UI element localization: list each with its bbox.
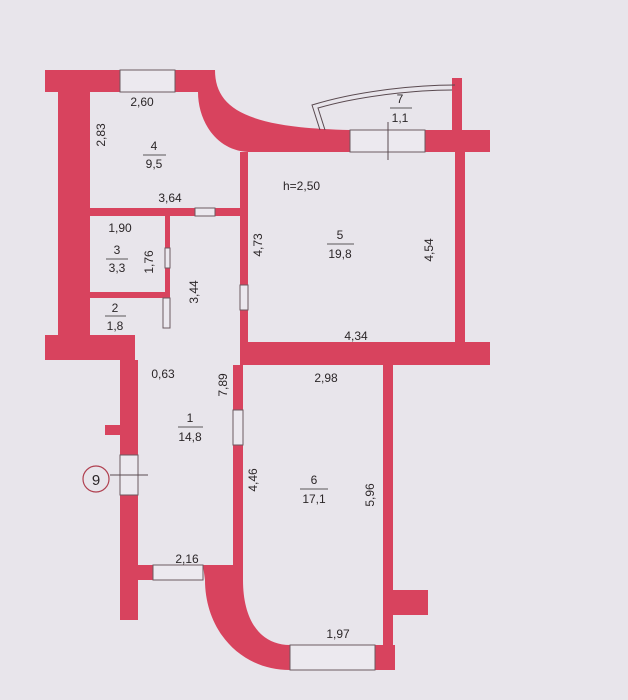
svg-text:1: 1 — [187, 411, 194, 425]
svg-text:9,5: 9,5 — [146, 157, 163, 171]
walls — [45, 70, 490, 670]
room-4-label: 4 9,5 — [143, 139, 166, 171]
svg-text:3,64: 3,64 — [158, 191, 182, 205]
room-6-label: 6 17,1 — [300, 473, 328, 506]
svg-text:19,8: 19,8 — [328, 247, 352, 261]
room-7-label: 7 1,1 — [390, 92, 412, 125]
room-1-label: 1 14,8 — [178, 411, 203, 444]
svg-text:6: 6 — [311, 473, 318, 487]
svg-text:7: 7 — [397, 92, 404, 106]
svg-text:9: 9 — [92, 472, 100, 489]
svg-text:7,89: 7,89 — [216, 373, 230, 397]
svg-text:1,76: 1,76 — [142, 250, 156, 274]
svg-text:14,8: 14,8 — [178, 430, 202, 444]
svg-text:4,73: 4,73 — [251, 233, 265, 257]
svg-text:3,44: 3,44 — [187, 280, 201, 304]
room-2-label: 2 1,8 — [105, 301, 126, 333]
svg-text:2,16: 2,16 — [175, 552, 199, 566]
svg-text:3,3: 3,3 — [109, 261, 126, 275]
svg-text:3: 3 — [114, 243, 121, 257]
ceiling-height: h=2,50 — [283, 179, 320, 193]
entrance-marker: 9 — [82, 465, 110, 493]
room-3-label: 3 3,3 — [106, 243, 128, 275]
svg-text:4,54: 4,54 — [422, 238, 436, 262]
svg-text:2,83: 2,83 — [94, 123, 108, 147]
svg-text:17,1: 17,1 — [302, 492, 326, 506]
svg-text:4,46: 4,46 — [246, 468, 260, 492]
svg-text:1,90: 1,90 — [108, 221, 132, 235]
windows — [110, 69, 456, 671]
dimensions: 2,60 2,83 3,64 1,90 1,76 3,44 0,63 7,89 … — [94, 95, 436, 641]
svg-text:5,96: 5,96 — [363, 483, 377, 507]
svg-text:1,1: 1,1 — [392, 111, 409, 125]
svg-text:0,63: 0,63 — [151, 367, 175, 381]
svg-text:4: 4 — [151, 139, 158, 153]
svg-text:4,34: 4,34 — [344, 329, 368, 343]
svg-text:5: 5 — [337, 228, 344, 242]
svg-text:2,60: 2,60 — [130, 95, 154, 109]
svg-text:2: 2 — [112, 301, 119, 315]
svg-text:2,98: 2,98 — [314, 371, 338, 385]
svg-text:1,97: 1,97 — [326, 627, 350, 641]
svg-text:1,8: 1,8 — [107, 319, 124, 333]
room-5-label: 5 19,8 — [327, 228, 354, 261]
